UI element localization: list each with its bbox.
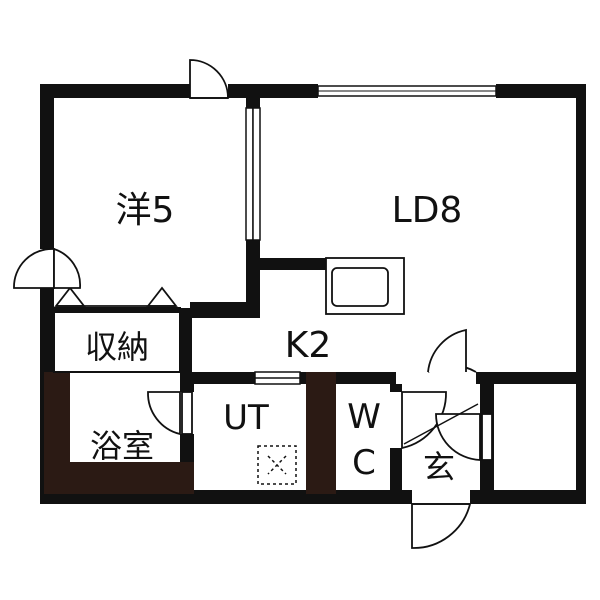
room-label-storage: 収納: [85, 328, 149, 366]
entrance-step-line: [403, 403, 479, 445]
sliding-partition: [245, 107, 261, 241]
room-label-wc-top: W: [347, 397, 381, 437]
closet-door-markers: [54, 286, 178, 307]
room-label-western: 洋5: [116, 190, 175, 231]
outer-walls: [40, 84, 586, 504]
room-label-wc-bottom: C: [352, 443, 376, 483]
room-label-utility: UT: [223, 398, 269, 438]
washer-pan: [257, 445, 297, 485]
kitchen-counter: [325, 257, 405, 315]
room-label-bath: 浴室: [90, 427, 154, 465]
storage-closet: [53, 307, 192, 373]
room-label-living-dining: LD8: [392, 190, 463, 231]
room-label-kitchen: K2: [285, 325, 332, 366]
ld-window: [317, 85, 497, 97]
bath-walls: [44, 372, 336, 494]
ut-sliding-door: [254, 371, 301, 385]
swing-doors: [13, 59, 493, 549]
room-label-entrance: 玄: [423, 448, 455, 486]
